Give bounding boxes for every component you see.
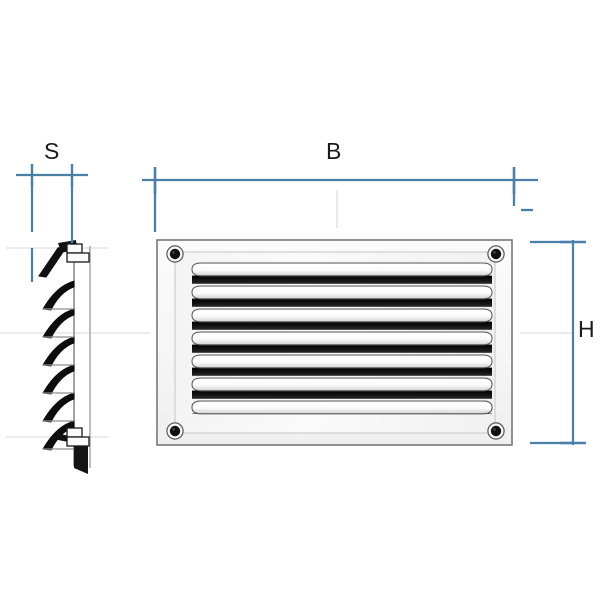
side-fastener-bottom bbox=[66, 427, 90, 447]
front-louver-5 bbox=[191, 354, 493, 377]
side-louver-blade-3 bbox=[42, 336, 75, 367]
dimension-B bbox=[142, 167, 538, 232]
dimension-label-H: H bbox=[578, 316, 596, 342]
front-louver-4 bbox=[191, 331, 493, 354]
front-louver-2 bbox=[191, 285, 493, 308]
dimension-S bbox=[16, 164, 88, 282]
front-louver-1 bbox=[191, 262, 493, 285]
side-fastener-top bbox=[66, 243, 90, 263]
front-louver-3 bbox=[191, 308, 493, 331]
front-louver-stack bbox=[191, 262, 493, 423]
screw-bottom-left bbox=[166, 422, 184, 440]
side-louver-blade-4 bbox=[42, 364, 75, 395]
front-elevation-view bbox=[156, 239, 513, 446]
side-louver-blade-5 bbox=[42, 392, 75, 423]
side-louver-blades bbox=[42, 280, 75, 451]
front-louver-6 bbox=[191, 377, 493, 400]
screw-bottom-right bbox=[487, 422, 505, 440]
screw-top-left bbox=[166, 245, 184, 263]
dimension-H bbox=[530, 240, 586, 445]
side-louver-blade-2 bbox=[42, 308, 75, 339]
screw-top-right bbox=[487, 245, 505, 263]
dimension-label-S: S bbox=[44, 138, 60, 164]
side-louver-blade-1 bbox=[42, 280, 75, 311]
front-louver-7-face bbox=[191, 400, 493, 415]
side-blade-tie-lines bbox=[43, 308, 74, 450]
dimension-label-B: B bbox=[326, 138, 342, 164]
side-profile-view bbox=[38, 240, 91, 474]
